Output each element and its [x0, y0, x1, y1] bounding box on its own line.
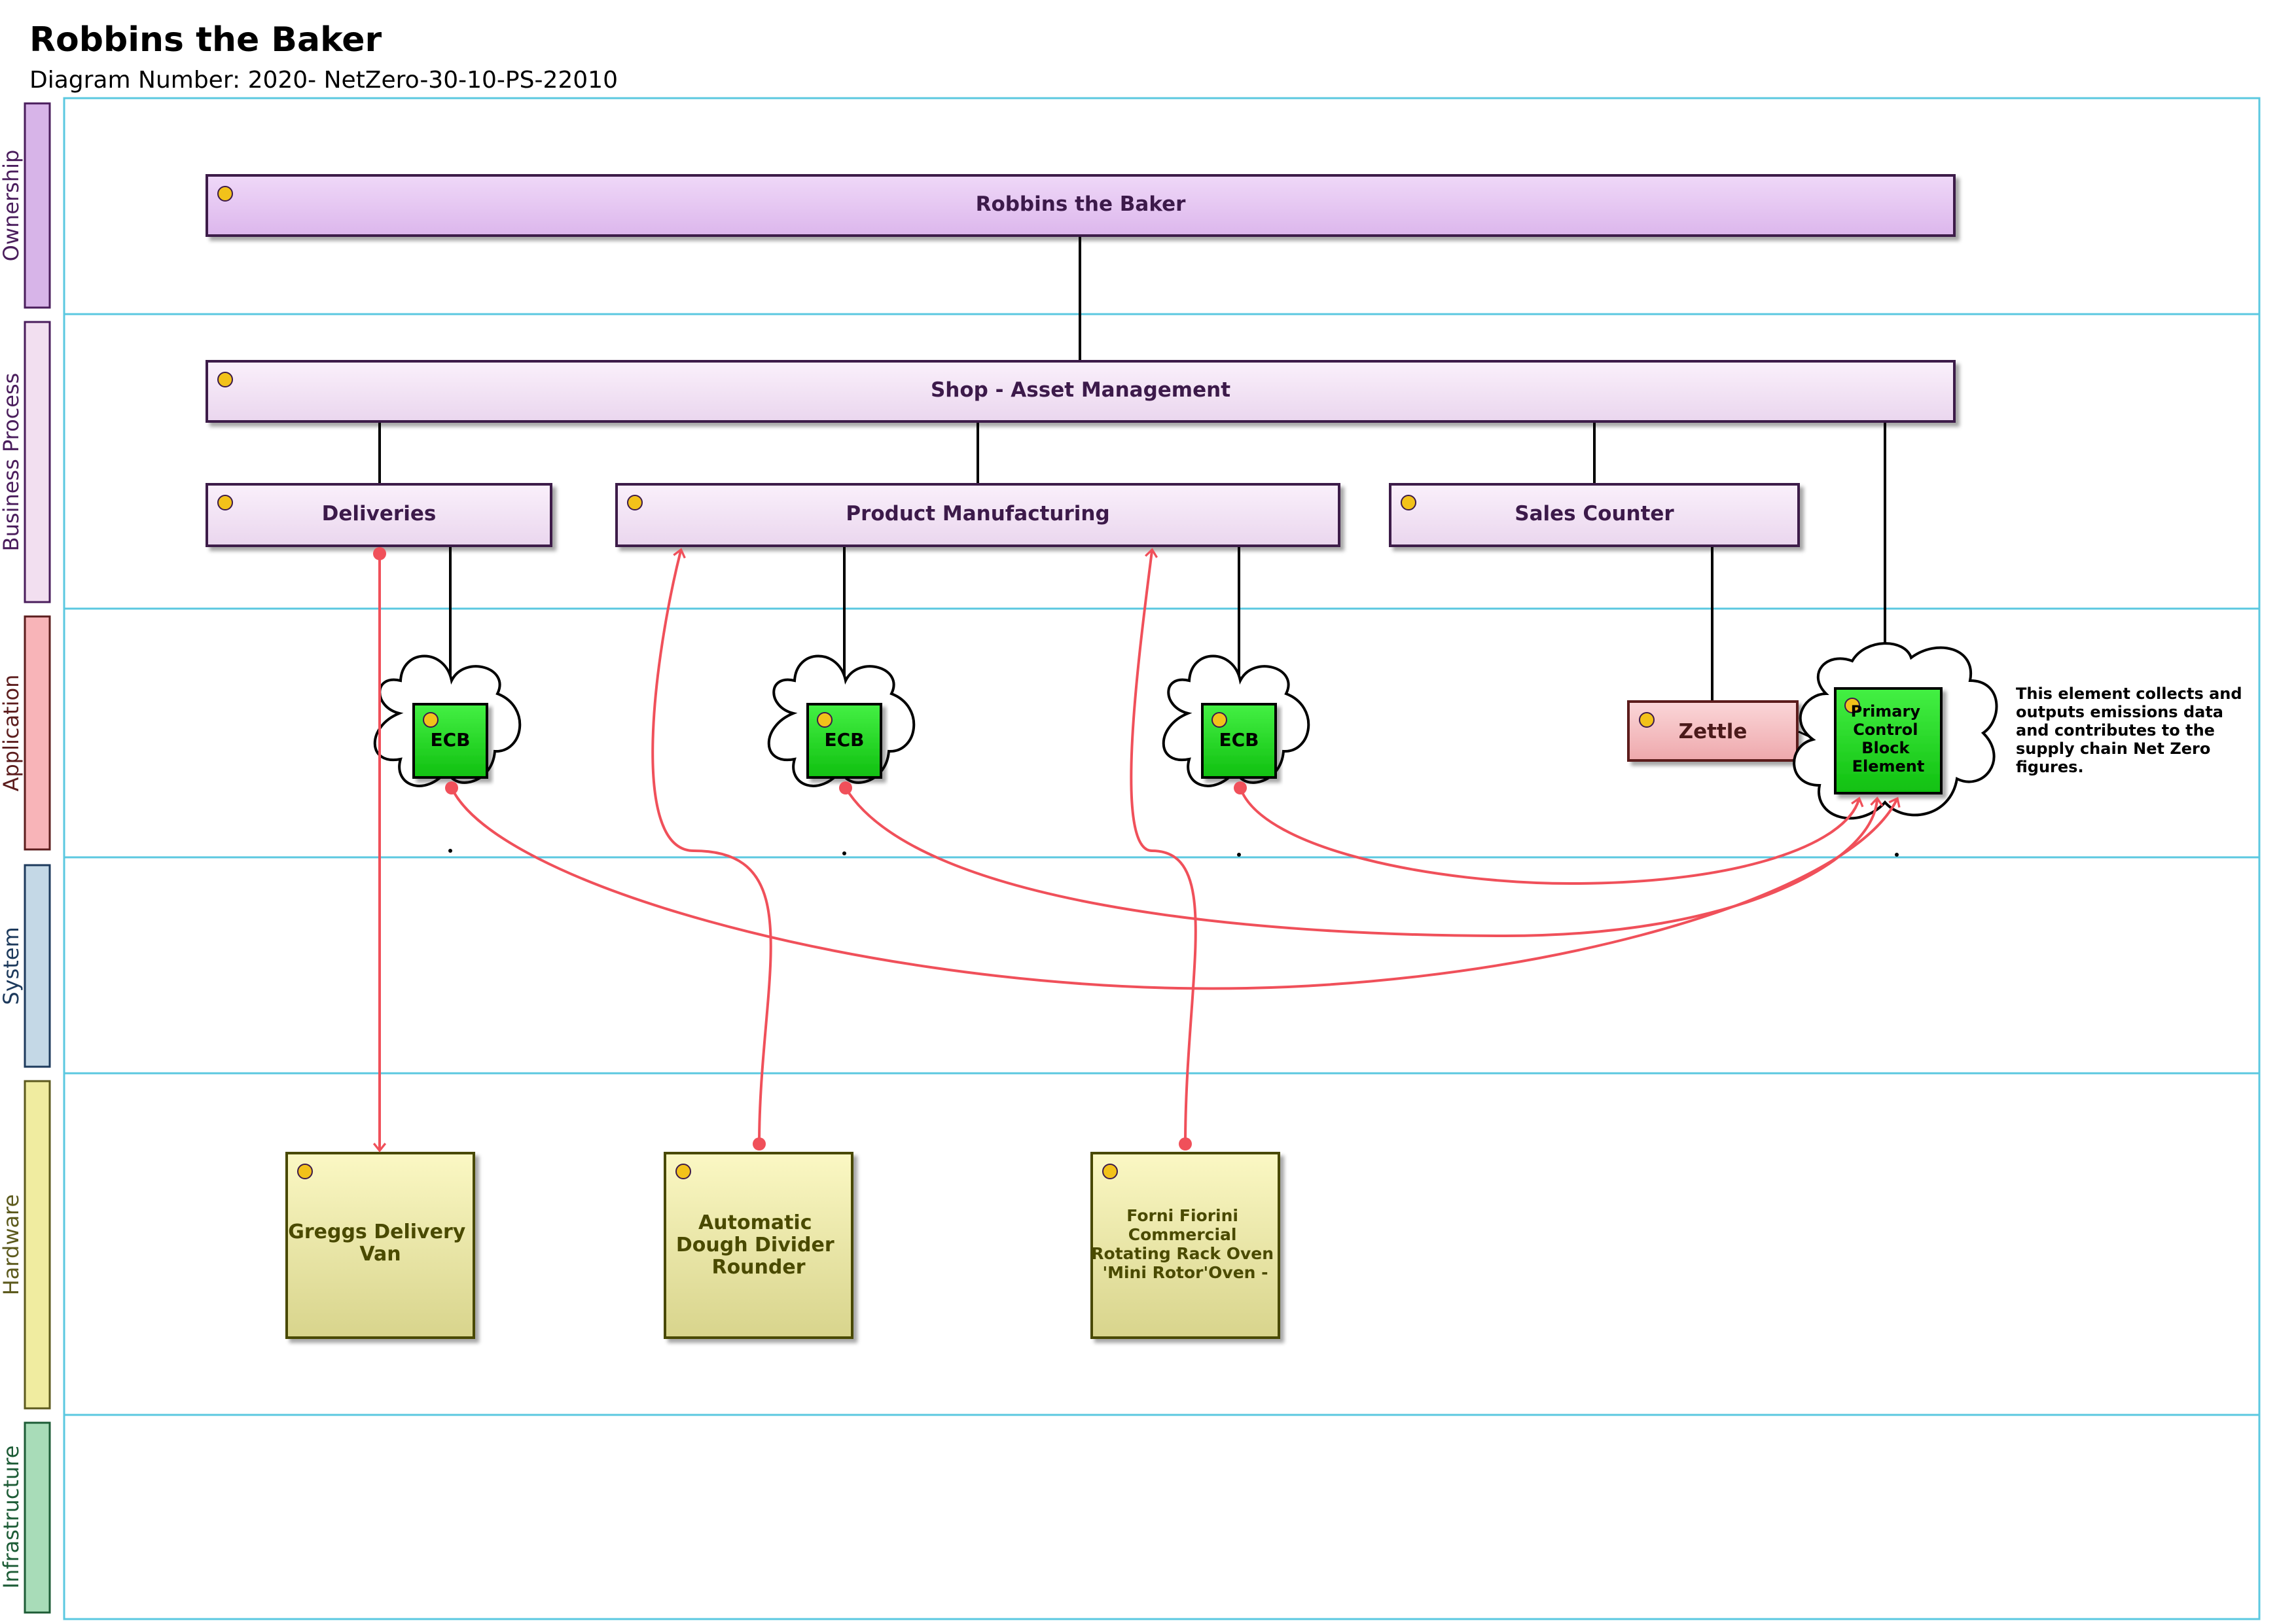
node-label: Deliveries [322, 502, 437, 526]
node-zettle[interactable]: Zettle [1627, 700, 1799, 762]
node-label: ECB [1219, 729, 1259, 751]
node-label: Greggs Delivery Van [288, 1221, 473, 1266]
diagram-number: Diagram Number: 2020- NetZero-30-10-PS-2… [29, 67, 618, 94]
lane-label-infrastructure: Infrastructure [0, 1446, 24, 1589]
marker-icon [627, 495, 643, 510]
marker-icon [1844, 698, 1860, 713]
flow-arrows [372, 548, 1901, 1152]
node-ecb-manufacturing-1[interactable]: ECB [767, 654, 916, 787]
lane-application: Application [0, 615, 51, 851]
node-label: ECB [430, 729, 470, 751]
node-robbins-the-baker[interactable]: Robbins the Baker [206, 174, 1956, 237]
node-ecb-deliveries[interactable]: ECB [373, 654, 522, 787]
marker-icon [217, 372, 233, 387]
node-label: Sales Counter [1515, 502, 1674, 526]
diagram-title: Robbins the Baker [29, 20, 382, 60]
arrow-ecb3-to-pcbe [1239, 787, 1864, 885]
marker-icon [217, 186, 233, 202]
lane-business-process: Business Process [0, 321, 51, 603]
marker-icon [423, 712, 439, 728]
node-label: Forni Fiorini Commercial Rotating Rack O… [1091, 1206, 1279, 1282]
arrow-origin-dots [373, 547, 1247, 1150]
arrow-ecb1-to-pcbe [450, 787, 1901, 990]
lane-label-system: System [0, 927, 24, 1005]
marker-icon [1639, 712, 1655, 728]
lane-infrastructure: Infrastructure [0, 1421, 51, 1614]
node-automatic-dough-divider-rounder[interactable]: Automatic Dough Divider Rounder [664, 1152, 853, 1339]
marker-icon [817, 712, 833, 728]
pcbe-note: This element collects and outputs emissi… [2016, 685, 2248, 776]
node-forni-fiorini-oven[interactable]: Forni Fiorini Commercial Rotating Rack O… [1090, 1152, 1280, 1339]
node-sales-counter[interactable]: Sales Counter [1389, 483, 1800, 547]
node-primary-control-block-element[interactable]: Primary Control Block Element [1793, 642, 1998, 820]
lane-label-ownership: Ownership [0, 150, 24, 262]
marker-icon [1401, 495, 1416, 510]
node-ecb-manufacturing-2[interactable]: ECB [1162, 654, 1310, 787]
node-label: Zettle [1679, 720, 1748, 743]
arrow-ecb2-to-pcbe [844, 787, 1884, 938]
lane-label-application: Application [0, 675, 24, 792]
anchor-dots [448, 849, 1899, 857]
node-deliveries[interactable]: Deliveries [206, 483, 552, 547]
node-product-manufacturing[interactable]: Product Manufacturing [615, 483, 1340, 547]
node-label: ECB [824, 729, 864, 751]
lane-label-business-process: Business Process [0, 373, 24, 552]
marker-icon [1102, 1164, 1118, 1179]
node-label: Automatic Dough Divider Rounder [676, 1211, 841, 1279]
node-label: Robbins the Baker [976, 192, 1187, 216]
marker-icon [675, 1164, 691, 1179]
arrow-oven-to-manufacturing [1130, 548, 1197, 1145]
hierarchy-connectors [378, 236, 1886, 703]
lane-ownership: Ownership [0, 102, 51, 309]
lane-hardware: Hardware [0, 1080, 51, 1410]
node-label: Shop - Asset Management [931, 378, 1230, 402]
node-shop-asset-management[interactable]: Shop - Asset Management [206, 360, 1956, 423]
marker-icon [297, 1164, 313, 1179]
pcbe-label: Primary Control Block Element [1851, 702, 1926, 776]
node-label: Product Manufacturing [846, 502, 1109, 526]
marker-icon [217, 495, 233, 510]
marker-icon [1211, 712, 1227, 728]
swimlane-frame [63, 97, 2261, 1620]
node-greggs-delivery-van[interactable]: Greggs Delivery Van [285, 1152, 475, 1339]
lane-label-hardware: Hardware [0, 1194, 24, 1296]
lane-system: System [0, 864, 51, 1068]
arrow-dough-divider-to-manufacturing [651, 548, 772, 1145]
